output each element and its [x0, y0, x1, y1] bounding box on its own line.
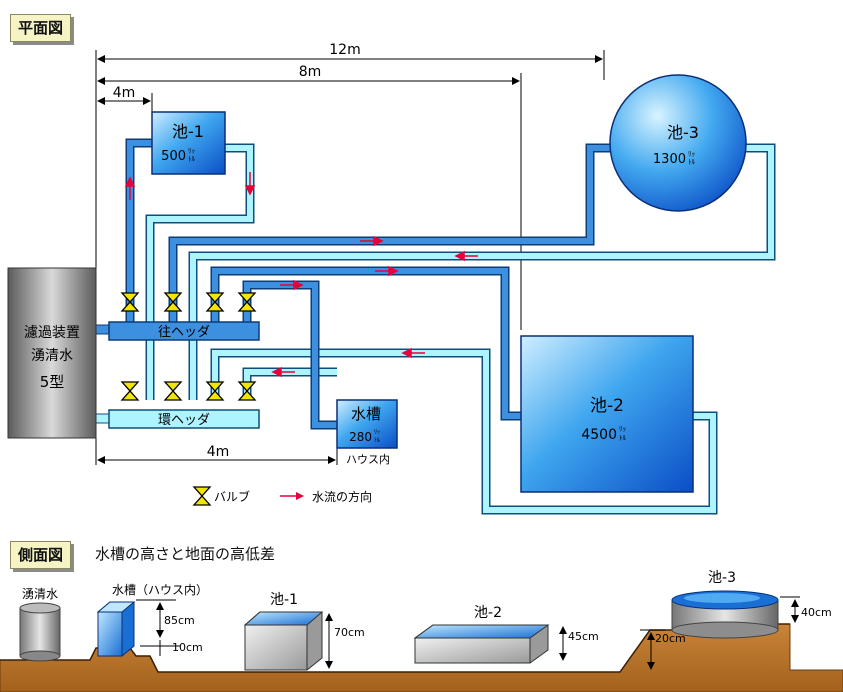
flow-arrow-icon	[296, 492, 304, 500]
side-pond-2-label: 池-2	[474, 605, 502, 621]
pond-3: 池-3 1300 ﾘｯ ﾄﾙ	[609, 74, 747, 212]
pond-3-unit-top: ﾘｯ	[688, 150, 695, 158]
side-pond-1-box	[243, 611, 324, 671]
valve-icon	[120, 381, 140, 401]
side-pond-3-label: 池-3	[708, 570, 736, 586]
outflow-header	[108, 321, 260, 341]
side-pond-3-cylinder	[671, 590, 779, 639]
valve-icon	[205, 292, 225, 312]
filter-connectors	[95, 324, 111, 424]
legend-valve-label: バルブ	[214, 489, 250, 504]
filter-label-3: 5型	[40, 373, 65, 391]
valves	[120, 292, 257, 401]
tank-location-note: ハウス内	[346, 452, 390, 466]
pond-2-unit-bottom: ﾄﾙ	[619, 434, 627, 442]
pond-1-unit-bottom: ﾄﾙ	[188, 155, 195, 163]
tank-unit-top: ﾘｯ	[374, 429, 380, 436]
side-dim-85cm: 85cm	[164, 614, 195, 627]
flow-arrows	[124, 172, 478, 378]
valve-icon	[237, 292, 257, 312]
dimension-lines	[95, 50, 605, 465]
side-pond-1-label: 池-1	[270, 592, 298, 608]
dimension-4m-top: 4m	[113, 85, 136, 101]
side-dim-10cm: 10cm	[172, 641, 203, 654]
side-pond-2-box	[413, 624, 550, 664]
pond-3-unit-bottom: ﾄﾙ	[688, 158, 696, 166]
pond-3-name: 池-3	[667, 123, 699, 142]
filter-label-1: 濾過装置	[24, 325, 80, 341]
valve-icon	[205, 381, 225, 401]
pond-1-unit-top: ﾘｯ	[188, 147, 195, 155]
pond-1: 池-1 500 ﾘｯ ﾄﾙ	[151, 111, 226, 175]
outflow-header-label: 往ヘッダ	[158, 325, 210, 340]
side-dim-40cm: 40cm	[801, 606, 832, 619]
side-dim-20cm: 20cm	[655, 632, 686, 645]
pond-1-volume: 500	[161, 149, 186, 164]
legend-flow-label: 水流の方向	[312, 489, 372, 504]
tank-volume: 280	[349, 430, 372, 444]
dimension-4m-bottom: 4m	[207, 444, 230, 460]
pond-2: 池-2 4500 ﾘｯ ﾄﾙ	[520, 335, 694, 493]
tank-name: 水槽	[351, 405, 381, 423]
side-view-title: 側面図	[10, 541, 72, 569]
dimension-12m: 12m	[329, 42, 360, 58]
filter-label-2: 湧清水	[31, 348, 73, 364]
valve-icon	[163, 292, 183, 312]
side-view-subtitle: 水槽の高さと地面の高低差	[95, 545, 276, 563]
valve-icon	[120, 292, 140, 312]
pond-2-unit-top: ﾘｯ	[619, 425, 626, 433]
pond-2-volume: 4500	[581, 427, 617, 443]
valve-icon	[163, 381, 183, 401]
valve-icon	[192, 486, 212, 506]
side-view: 湧清水 水槽（ハウス内） 85cm 10cm 池-1 70cm	[0, 570, 843, 692]
return-header-label: 環ヘッダ	[158, 413, 210, 428]
side-spring-label: 湧清水	[22, 587, 58, 601]
legend: バルブ 水流の方向	[192, 486, 372, 506]
pond-1-name: 池-1	[172, 122, 204, 141]
spring-cylinder	[19, 602, 61, 662]
pond-2-name: 池-2	[590, 396, 624, 416]
return-header	[108, 409, 260, 429]
side-tank-label: 水槽（ハウス内）	[112, 583, 208, 597]
side-dim-45cm: 45cm	[568, 630, 599, 643]
side-tank-box	[96, 601, 136, 657]
plan-view-title: 平面図	[10, 14, 72, 42]
side-dim-70cm: 70cm	[334, 626, 365, 639]
tank-unit-bottom: ﾄﾙ	[374, 437, 380, 444]
filter-unit: 濾過装置 湧清水 5型	[7, 267, 97, 439]
tank: 水槽 280 ﾘｯ ﾄﾙ ハウス内	[336, 399, 398, 466]
dimension-8m: 8m	[299, 64, 322, 80]
valve-icon	[237, 381, 257, 401]
pond-3-volume: 1300	[653, 152, 686, 167]
